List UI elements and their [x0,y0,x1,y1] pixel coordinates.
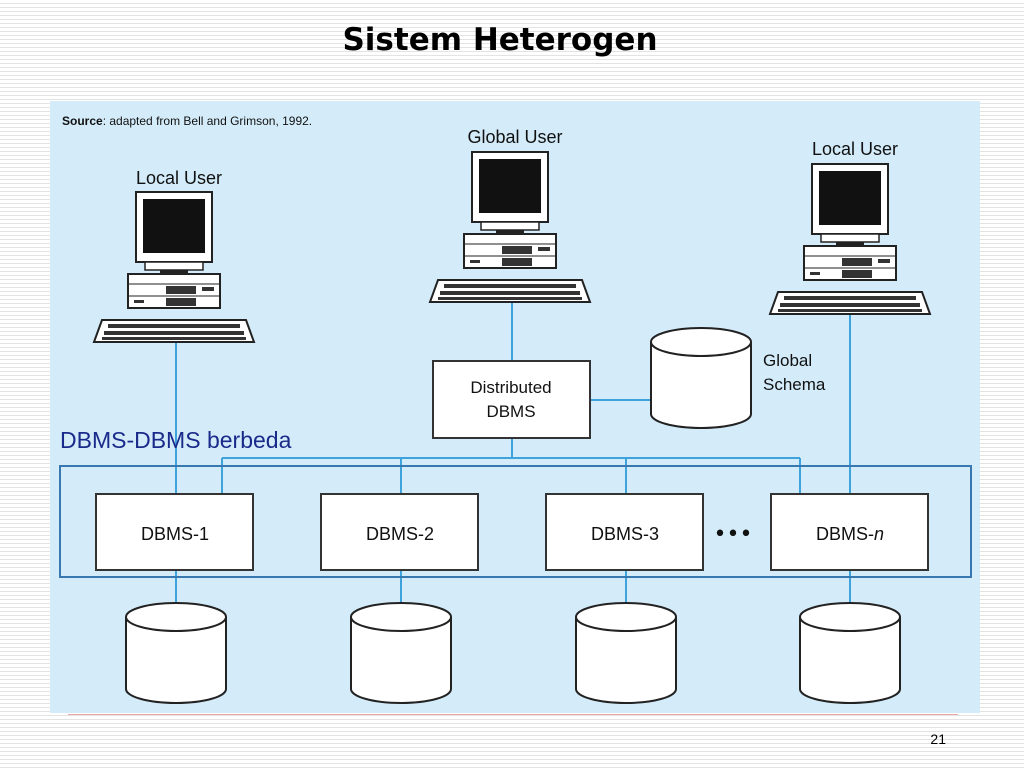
source-credit-text: : adapted from Bell and Grimson, 1992. [103,114,312,128]
global-schema-database-icon [650,327,752,429]
slide-title: Sistem Heterogen [342,22,658,58]
global-user-computer-icon [429,151,591,303]
page-number: 21 [930,731,946,747]
dbms-2-database-icon [350,602,452,704]
local-user-left-computer-icon [93,191,255,343]
dbms-2-label: DBMS-2 [366,524,434,544]
dbms-3-label: DBMS-3 [591,524,659,544]
global-schema-line2: Schema [763,375,826,394]
connector-lines [175,302,851,606]
local-user-left-label: Local User [136,168,222,188]
distributed-dbms-line2: DBMS [486,402,535,421]
dbms-3-box [545,493,704,571]
dbms-1-label: DBMS-1 [141,524,209,544]
local-user-right-label: Local User [812,139,898,159]
dbms-n-prefix: DBMS- [816,524,874,544]
local-dbms-frame [59,465,972,578]
source-credit: Source: adapted from Bell and Grimson, 1… [62,114,312,128]
dbms-different-annotation: DBMS-DBMS berbeda [60,427,292,453]
dbms-n-label: DBMS-n [816,524,884,544]
footer-rule [68,714,958,715]
ellipsis: ••• [714,522,753,547]
dbms-2-box [320,493,479,571]
global-user-label: Global User [467,127,562,147]
source-credit-label: Source [62,114,103,128]
distributed-dbms-box [432,360,591,439]
global-schema-line1: Global [763,351,812,370]
dbms-n-box [770,493,929,571]
dbms-3-database-icon [575,602,677,704]
local-user-right-computer-icon [769,163,931,315]
dbms-1-database-icon [125,602,227,704]
dbms-1-box [95,493,254,571]
dbms-n-database-icon [799,602,901,704]
dbms-n-suffix: n [874,524,884,544]
distributed-dbms-line1: Distributed [470,378,551,397]
